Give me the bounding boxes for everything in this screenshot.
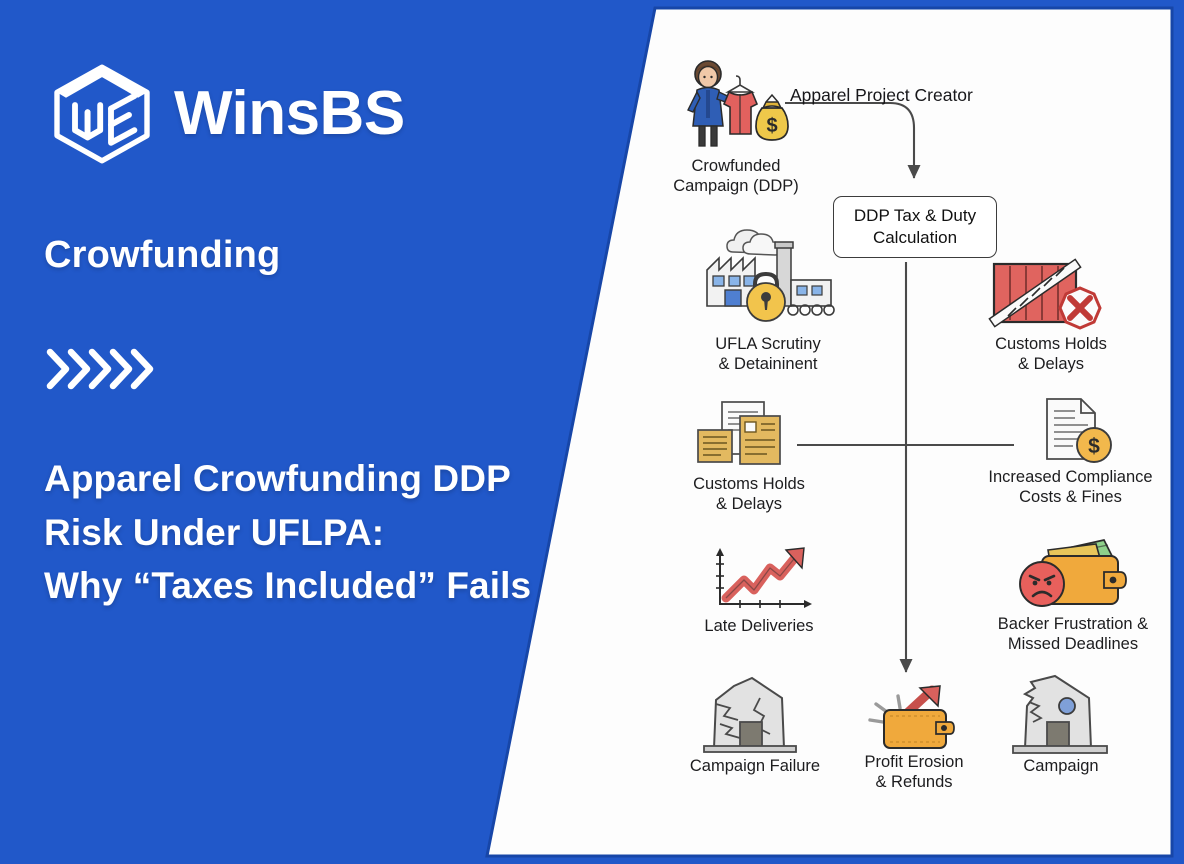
red-container-stop-sign-icon [978,256,1124,334]
node-late-deliveries[interactable]: Late Deliveries [686,542,832,636]
woman-with-apparel-and-money-bag-icon: $ [663,58,809,156]
chevrons-right-icon [46,348,154,390]
wallet-with-angry-face-icon [985,538,1161,614]
rising-chart-arrow-icon [686,542,832,616]
wallet-with-escaping-arrow-icon [852,680,976,752]
brand-lockup: WinsBS [48,60,405,168]
document-with-dollar-coin-icon: $ [983,395,1158,467]
node-campaign-failure[interactable]: Campaign Failure [682,672,828,776]
node-label: Profit Erosion & Refunds [864,753,964,792]
apparel-project-creator-label: Apparel Project Creator [790,85,973,105]
svg-text:$: $ [1088,435,1100,458]
node-label: Crowfunded Campaign (DDP) [673,157,799,196]
left-title-panel: WinsBS Crowfunding Apparel Crowfunding D… [44,60,604,613]
damaged-building-icon [996,672,1126,756]
node-increased-compliance-costs[interactable]: $ Increased Compliance Costs & Fines [983,395,1158,508]
node-label: Increased Compliance Costs & Fines [988,468,1153,507]
cracked-building-icon [682,672,828,756]
node-label: Late Deliveries [704,617,814,635]
node-customs-holds-top[interactable]: Customs Holds & Delays [978,256,1124,375]
node-campaign[interactable]: Campaign [996,672,1126,776]
node-label: Customs Holds & Delays [995,335,1107,374]
ddp-tax-duty-calculation-box[interactable]: DDP Tax & Duty Calculation [833,196,997,258]
factory-with-padlock-icon [693,222,843,334]
node-label: Customs Holds & Delays [693,475,805,514]
node-label: UFLA Scrutiny & Detaininent [715,335,821,374]
node-profit-erosion[interactable]: Profit Erosion & Refunds [852,680,976,793]
svg-text:$: $ [766,115,777,137]
page-title: Apparel Crowfunding DDP Risk Under UFLPA… [44,452,604,613]
node-label: Campaign Failure [689,757,821,775]
headline-line-3: Why “Taxes Included” Fails [44,565,532,607]
headline-line-2: Risk Under UFLPA: [44,511,385,553]
node-crowfunded-campaign[interactable]: $ Crowfunded Campaign (DDP) [663,58,809,197]
cube-box-logo [54,64,150,164]
node-ufla-scrutiny[interactable]: UFLA Scrutiny & Detaininent [693,222,843,375]
headline-line-1: Apparel Crowfunding DDP [44,458,511,499]
node-backer-frustration[interactable]: Backer Frustration & Missed Deadlines [985,538,1161,655]
brand-name: WinsBS [174,79,405,148]
node-label: Backer Frustration & Missed Deadlines [997,615,1149,654]
stacked-documents-icon [676,398,822,474]
node-label: Campaign [1023,757,1099,775]
kicker-label: Crowfunding [44,234,281,276]
node-customs-holds-mid[interactable]: Customs Holds & Delays [676,398,822,515]
